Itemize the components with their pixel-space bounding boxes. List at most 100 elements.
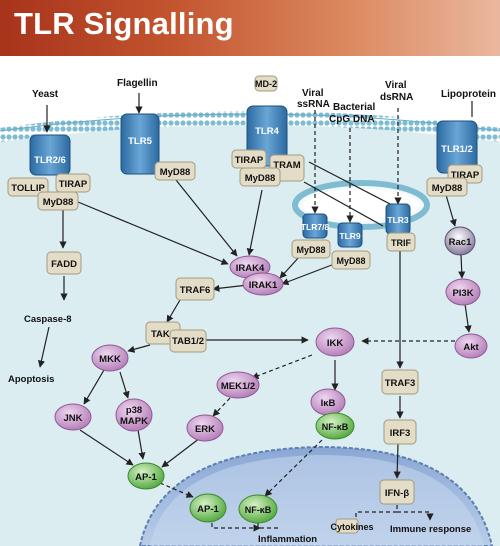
svg-text:TOLLIP: TOLLIP — [11, 183, 45, 194]
svg-text:PI3K: PI3K — [452, 288, 473, 299]
kinase-mek12: MEK1/2 — [216, 371, 260, 399]
ligand-viral-dsrna-line1: Viral — [385, 80, 407, 91]
arrow-nucleus-inflammation — [211, 523, 261, 532]
tf-ap1-nucleus: AP-1 — [189, 493, 227, 523]
ligand-cpg-line2: CpG DNA — [329, 114, 375, 125]
svg-text:TLR4: TLR4 — [255, 126, 279, 137]
svg-text:AP-1: AP-1 — [197, 504, 219, 515]
adaptor-traf3: TRAF3 — [381, 369, 419, 395]
svg-text:TAK1: TAK1 — [151, 329, 176, 340]
arrow-p38-ap1 — [137, 429, 146, 460]
label-immune-response: Immune response — [390, 524, 471, 535]
svg-text:TLR2/6: TLR2/6 — [34, 155, 66, 166]
svg-text:TLR5: TLR5 — [128, 136, 152, 147]
svg-text:TAB1/2: TAB1/2 — [172, 336, 204, 347]
kinase-erk: ERK — [186, 414, 224, 442]
tf-nfkb-cytoplasm: NF-κB — [315, 412, 355, 440]
label-inflammation: Inflammation — [258, 534, 317, 545]
receptor-tlr26: TLR2/6 — [29, 134, 71, 176]
svg-text:MEK1/2: MEK1/2 — [221, 381, 255, 392]
adaptor-myd88-b: MyD88 — [154, 161, 196, 181]
svg-text:TLR1/2: TLR1/2 — [441, 144, 473, 155]
tf-nfkb-nucleus: NF-κB — [238, 494, 278, 524]
tf-ap1-cytoplasm: AP-1 — [127, 462, 165, 490]
svg-text:Rac1: Rac1 — [449, 237, 472, 248]
svg-text:IFN-β: IFN-β — [385, 488, 409, 499]
adaptor-fadd: FADD — [46, 251, 82, 275]
svg-text:p38: p38 — [126, 405, 142, 416]
svg-text:MyD88: MyD88 — [432, 183, 463, 194]
ligand-cpg-line1: Bacterial — [333, 102, 375, 113]
arrow-ikk-mek12 — [251, 354, 313, 380]
banner-background — [0, 0, 500, 56]
kinases: IRAK4 IRAK1 Rac1 PI3K Akt IKK MKK JNK p3… — [54, 226, 488, 442]
svg-text:Cytokines: Cytokines — [330, 522, 373, 532]
adaptor-traf6: TRAF6 — [175, 277, 215, 301]
kinase-akt: Akt — [454, 333, 488, 359]
arrow-mkk-p38 — [119, 371, 130, 399]
svg-text:JNK: JNK — [63, 413, 82, 424]
kinase-mkk: MKK — [91, 344, 129, 372]
cytoplasm — [0, 125, 500, 546]
svg-text:MKK: MKK — [99, 354, 121, 365]
svg-text:IKK: IKK — [327, 338, 344, 349]
adaptor-myd88-a: MyD88 — [37, 191, 79, 211]
arrow-tlr5-irak4 — [175, 179, 238, 257]
svg-text:NF-κB: NF-κB — [322, 422, 349, 432]
adaptor-myd88-f: MyD88 — [426, 177, 468, 197]
arrow-mkk-jnk — [83, 369, 105, 405]
svg-text:IRAK1: IRAK1 — [249, 280, 278, 291]
svg-text:MyD88: MyD88 — [336, 256, 365, 266]
receptor-tlr5: TLR5 — [120, 113, 160, 175]
ligand-viral-ssrna-line2: ssRNA — [297, 99, 330, 110]
arrow-tram-tlr3 — [303, 181, 384, 227]
kinase-ikb: IκB — [310, 388, 346, 416]
kinase-p38: p38 MAPK — [115, 398, 153, 432]
arrow-nfkb-inflammation — [257, 523, 278, 529]
md2-protein: MD-2 — [254, 75, 278, 92]
svg-text:TRIF: TRIF — [391, 238, 411, 248]
page-title: TLR Signalling — [14, 6, 234, 41]
label-apoptosis: Apoptosis — [8, 374, 54, 385]
adaptor-myd88-d: MyD88 — [291, 239, 331, 259]
svg-text:TLR7/8: TLR7/8 — [301, 222, 330, 232]
outcome-labels: Caspase-8 Apoptosis Inflammation Immune … — [8, 314, 471, 545]
kinase-pi3k: PI3K — [445, 278, 481, 306]
kinase-ikk: IKK — [315, 327, 355, 357]
receptor-tlr78: TLR7/8 — [301, 213, 330, 239]
arrows — [37, 93, 473, 479]
arrow-rac1-pi3k — [458, 253, 466, 279]
svg-text:AP-1: AP-1 — [135, 472, 157, 483]
svg-text:IRF3: IRF3 — [390, 428, 411, 439]
arrow-ifnb-response — [396, 505, 434, 521]
dashed-arrows — [159, 108, 455, 532]
adaptor-tab12: TAB1/2 — [169, 329, 207, 353]
svg-text:TIRAP: TIRAP — [235, 155, 264, 166]
receptor-tlr9: TLR9 — [337, 222, 363, 248]
svg-text:IRAK4: IRAK4 — [236, 263, 265, 274]
svg-text:ERK: ERK — [195, 424, 215, 435]
svg-text:IκB: IκB — [321, 398, 336, 409]
receptor-tlr3: TLR3 — [385, 203, 411, 235]
ligand-viral-ssrna-line1: Viral — [302, 88, 324, 99]
svg-text:NF-κB: NF-κB — [245, 505, 272, 515]
receptors: TLR2/6 TLR5 TLR4 TLR1/2 TLR7/8 TLR9 — [29, 105, 478, 248]
arrow-traf6-tak1 — [166, 299, 181, 323]
arrow-tlr4-tlr3 — [308, 161, 395, 207]
arrow-myd88-irak4 — [77, 201, 229, 265]
svg-text:TLR9: TLR9 — [339, 231, 361, 241]
arrow-erk-ap1 — [161, 437, 201, 468]
svg-text:TRAF6: TRAF6 — [180, 285, 211, 296]
adaptor-irf3: IRF3 — [383, 419, 417, 445]
ligand-yeast: Yeast — [32, 89, 59, 100]
adaptor-tirap-b: TIRAP — [231, 149, 267, 169]
arrow-tak1-mkk — [127, 344, 151, 353]
arrow-tlr4-irak4 — [246, 189, 263, 256]
svg-text:TRAM: TRAM — [273, 160, 301, 171]
svg-text:MyD88: MyD88 — [296, 245, 325, 255]
adaptor-trif: TRIF — [386, 232, 416, 252]
arrow-caspase8-apoptosis — [37, 326, 50, 368]
svg-text:TIRAP: TIRAP — [59, 179, 88, 190]
